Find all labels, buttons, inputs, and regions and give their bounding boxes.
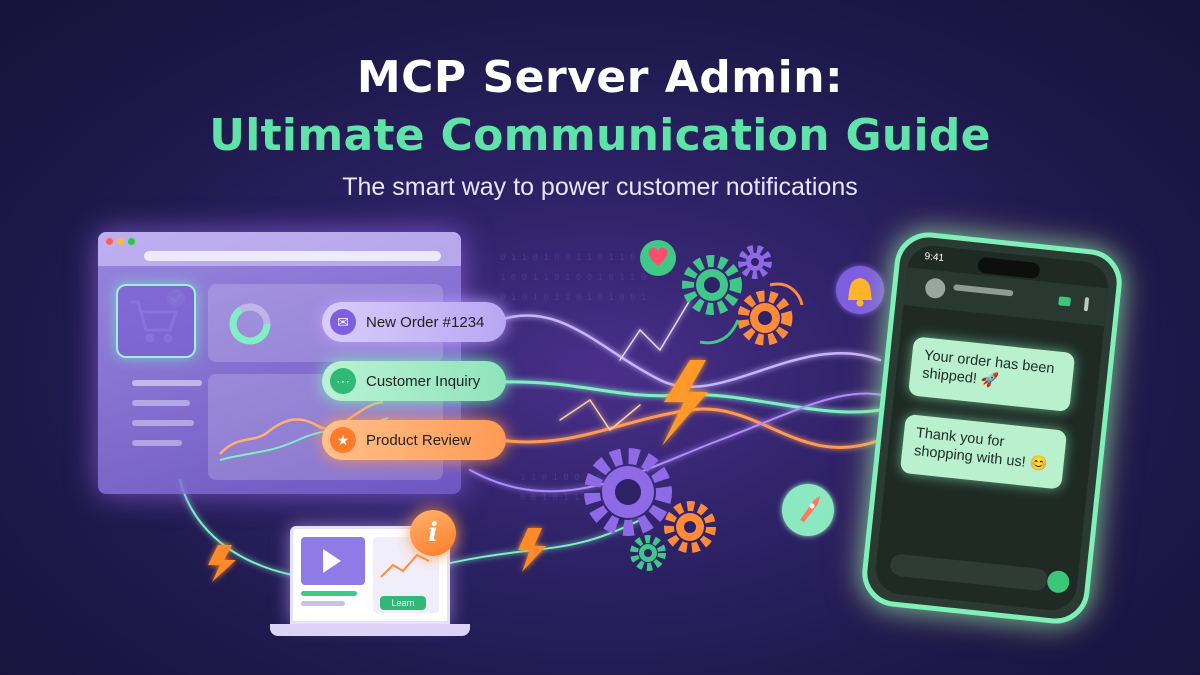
notification-product-review[interactable]: ★ Product Review xyxy=(322,420,506,460)
svg-text:0 1 0 1 0 1 1 0 1 0 1 0 0 1: 0 1 0 1 0 1 1 0 1 0 1 0 0 1 xyxy=(500,293,646,303)
learn-button[interactable]: Learn xyxy=(380,596,426,610)
notification-customer-inquiry[interactable]: ⋯ Customer Inquiry xyxy=(322,361,506,401)
video-call-icon[interactable] xyxy=(1058,296,1072,307)
lightning-bolt-small-icon-2 xyxy=(518,528,546,572)
chat-message-shipped: Your order has been shipped! 🚀 xyxy=(907,336,1076,412)
video-thumbnail[interactable] xyxy=(301,537,365,585)
browser-toolbar xyxy=(98,232,461,266)
gear-icon-orange-top xyxy=(737,290,793,346)
chat-header xyxy=(903,267,1109,327)
donut-chart-icon xyxy=(229,303,271,345)
page-title-line-2: Ultimate Communication Guide xyxy=(209,110,991,161)
minimize-dot-icon[interactable] xyxy=(117,238,124,245)
rotation-arrow-icon-2 xyxy=(769,282,804,306)
notification-new-order[interactable]: ✉ New Order #1234 xyxy=(322,302,506,342)
svg-text:0 1 1 0 1 0 0 1 1 0 1 1 0 1: 0 1 1 0 1 0 0 1 1 0 1 1 0 1 xyxy=(500,253,646,263)
info-icon: i xyxy=(410,510,456,556)
svg-text:1 1 0 1 0 0 1 0 1 1 0 1: 1 1 0 1 0 0 1 0 1 1 0 1 xyxy=(520,473,645,483)
notification-label: New Order #1234 xyxy=(366,313,485,331)
heart-chat-icon xyxy=(640,240,676,276)
chat-screen: 9:41 Your order has been shipped! 🚀 Than… xyxy=(873,243,1111,613)
page-title-line-1: MCP Server Admin: xyxy=(356,52,844,103)
gear-icon-green-top xyxy=(682,255,742,315)
rotation-arrow-icon xyxy=(699,319,740,345)
lightning-bolt-small-icon xyxy=(208,545,236,582)
envelope-icon: ✉ xyxy=(330,309,356,335)
star-icon: ★ xyxy=(330,427,356,453)
url-bar[interactable] xyxy=(144,251,441,261)
smartphone: 9:41 Your order has been shipped! 🚀 Than… xyxy=(858,229,1126,627)
notification-label: Customer Inquiry xyxy=(366,372,481,390)
svg-text:1 0 0 1 1 0 1 0 0 1 0 1 1 0: 1 0 0 1 1 0 1 0 0 1 0 1 1 0 xyxy=(500,273,646,283)
rocket-icon xyxy=(782,484,834,536)
chat-message-thank-you: Thank you for shopping with us! 😊 xyxy=(899,413,1068,490)
sidebar-list xyxy=(118,380,202,460)
laptop-base xyxy=(270,624,470,636)
lightning-bolt-icon xyxy=(662,360,708,446)
send-button[interactable] xyxy=(1046,569,1071,594)
gear-icon-green-bottom xyxy=(630,535,666,571)
page-subtitle: The smart way to power customer notifica… xyxy=(342,173,858,201)
gear-icon-purple-small xyxy=(738,245,772,279)
close-dot-icon[interactable] xyxy=(106,238,113,245)
binary-background: 0 1 1 0 1 0 0 1 1 0 1 1 0 1 1 0 0 1 1 0 … xyxy=(500,253,646,503)
more-options-icon[interactable] xyxy=(1083,297,1090,312)
notification-label: Product Review xyxy=(366,431,472,449)
status-clock: 9:41 xyxy=(923,251,945,265)
chart-icon xyxy=(380,553,430,578)
cart-widget[interactable] xyxy=(116,284,196,358)
avatar[interactable] xyxy=(924,277,947,300)
chat-bubble-icon: ⋯ xyxy=(330,368,356,394)
gear-icon-purple-large xyxy=(584,448,672,536)
bell-icon xyxy=(836,266,884,314)
maximize-dot-icon[interactable] xyxy=(128,238,135,245)
message-input[interactable] xyxy=(889,553,1049,592)
gear-icon-orange-bottom xyxy=(664,501,716,553)
svg-text:0 0 1 0 1 1 0 1 0 0 1 0: 0 0 1 0 1 1 0 1 0 0 1 0 xyxy=(520,493,645,503)
play-icon xyxy=(323,549,341,573)
